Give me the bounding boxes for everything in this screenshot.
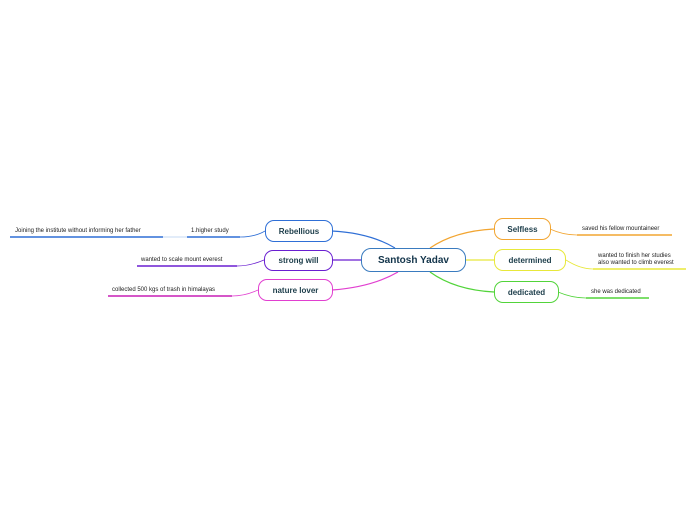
branch-nature-lover-label: nature lover [272, 285, 319, 295]
branch-selfless[interactable]: Selfless [494, 218, 551, 240]
leaf-higher-study[interactable]: 1.higher study [191, 228, 229, 235]
connector-dedicated-leaf [557, 291, 587, 299]
leaf-higher-study-text: 1.higher study [191, 228, 229, 234]
connector-selfless [429, 228, 495, 249]
branch-dedicated[interactable]: dedicated [494, 281, 559, 303]
leaf-scale-everest[interactable]: wanted to scale mount everest [141, 257, 222, 264]
connector-nature-lover-leaf [231, 289, 259, 297]
branch-rebellious-label: Rebellious [278, 226, 320, 236]
leaf-finish-studies-line-1: wanted to finish her studies [598, 253, 671, 259]
leaf-joining-institute-text: Joining the institute without informing … [15, 228, 141, 234]
connector-selfless-leaf [549, 228, 578, 236]
leaf-saved-mountaineer-text: saved his fellow mountaineer [582, 226, 660, 232]
central-topic-label: Santosh Yadav [378, 254, 449, 266]
connector-rebellious [331, 230, 396, 249]
connector-rebellious-leaf-1 [239, 230, 266, 238]
branch-strong-will[interactable]: strong will [264, 250, 333, 271]
branch-rebellious[interactable]: Rebellious [265, 220, 333, 242]
branch-dedicated-label: dedicated [507, 287, 546, 297]
connector-determined-leaf [565, 259, 594, 270]
branch-determined[interactable]: determined [494, 249, 566, 271]
leaf-saved-mountaineer[interactable]: saved his fellow mountaineer [582, 226, 659, 233]
branch-nature-lover[interactable]: nature lover [258, 279, 333, 301]
branch-determined-label: determined [508, 255, 552, 265]
connector-dedicated [429, 271, 495, 293]
leaf-joining-institute[interactable]: Joining the institute without informing … [15, 228, 141, 235]
connector-strong-will-leaf [236, 259, 265, 267]
leaf-scale-everest-text: wanted to scale mount everest [141, 257, 223, 263]
connector-nature-lover [331, 271, 399, 291]
leaf-she-was-dedicated[interactable]: she was dedicated [591, 289, 641, 296]
central-topic[interactable]: Santosh Yadav [361, 248, 466, 272]
leaf-collected-trash[interactable]: collected 500 kgs of trash in himalayas [112, 287, 215, 294]
leaf-she-was-dedicated-text: she was dedicated [591, 289, 641, 295]
branch-selfless-label: Selfless [507, 224, 538, 234]
branch-strong-will-label: strong will [278, 256, 319, 265]
leaf-finish-studies-line-2: also wanted to climb everest [598, 260, 674, 266]
leaf-finish-studies[interactable]: wanted to finish her studies also wanted… [598, 253, 674, 267]
leaf-collected-trash-text: collected 500 kgs of trash in himalayas [112, 287, 216, 293]
